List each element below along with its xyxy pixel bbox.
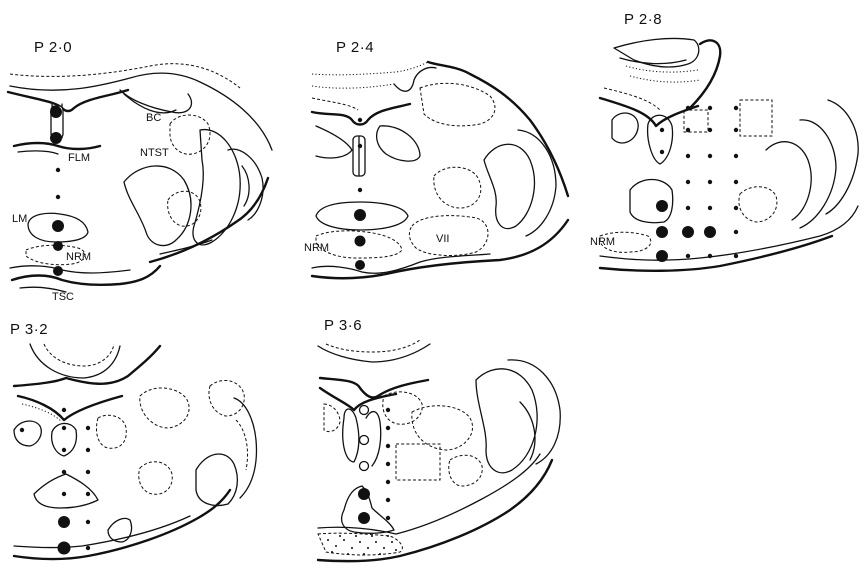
panel-title-p3-2: P 3·2 <box>10 321 48 338</box>
panel-title-p2-4: P 2·4 <box>336 39 374 56</box>
label-nrm-2: NRM <box>304 242 329 254</box>
panel-p2-0: P 2·0 BC <box>8 39 272 303</box>
stipple-region <box>327 535 397 555</box>
panel-title-p2-0: P 2·0 <box>34 39 72 56</box>
label-ntst: NTST <box>140 147 169 159</box>
panel-p3-6: P 3·6 <box>318 317 560 561</box>
panel-p2-8: P 2·8 <box>590 11 858 271</box>
panel-p2-4: P 2·4 NRM VII <box>304 39 568 278</box>
panel-p3-2: P 3·2 <box>10 321 256 559</box>
panel-title-p3-6: P 3·6 <box>324 317 362 334</box>
label-tsc: TSC <box>52 291 74 303</box>
label-lm: LM <box>12 213 27 225</box>
label-nrm-3: NRM <box>590 236 615 248</box>
label-nrm: NRM <box>66 251 91 263</box>
label-flm: FLM <box>68 152 90 164</box>
panel-title-p2-8: P 2·8 <box>624 11 662 28</box>
label-vii: VII <box>436 233 449 245</box>
label-bc: BC <box>146 112 161 124</box>
